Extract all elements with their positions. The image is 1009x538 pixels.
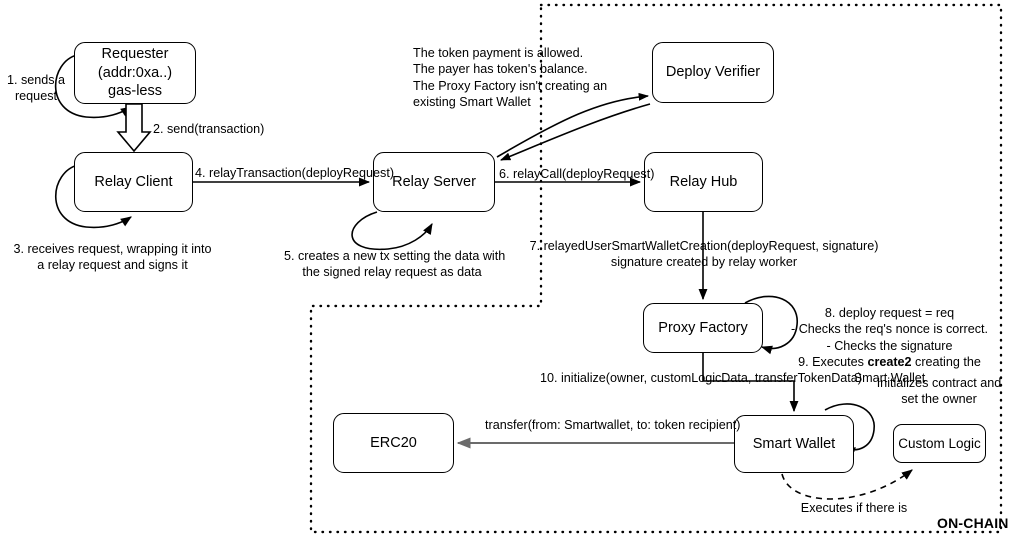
node-deploy-verifier-label: Deploy Verifier	[665, 64, 761, 81]
label-step4: 4. relayTransaction(deployRequest)	[195, 166, 395, 180]
node-requester-line1: Requester	[101, 46, 169, 63]
node-smart-wallet-label: Smart Wallet	[752, 435, 836, 452]
label-transfer: transfer(from: Smartwallet, to: token re…	[485, 418, 741, 432]
label-step6: 6. relayCall(deployRequest)	[499, 167, 655, 181]
label-step1: 1. sends a request	[6, 73, 66, 104]
label-step5: 5. creates a new tx setting the data wit…	[284, 249, 506, 280]
label-step7: 7. relayedUserSmartWalletCreation(deploy…	[529, 239, 879, 270]
node-relay-hub-label: Relay Hub	[669, 173, 738, 190]
node-custom-logic[interactable]: Custom Logic	[893, 424, 986, 463]
label-initializes-note: Initializes contract and set the owner	[876, 376, 1002, 407]
label-on-chain: ON-CHAIN	[937, 515, 1009, 531]
node-relay-hub[interactable]: Relay Hub	[644, 152, 763, 212]
node-relay-client[interactable]: Relay Client	[74, 152, 193, 212]
label-step2: 2. send(transaction)	[153, 122, 265, 136]
label-step10: 10. initialize(owner, customLogicData, t…	[540, 371, 862, 385]
node-proxy-factory[interactable]: Proxy Factory	[643, 303, 763, 353]
label-create2: create2	[867, 355, 912, 370]
node-relay-server[interactable]: Relay Server	[373, 152, 495, 212]
node-requester[interactable]: Requester (addr:0xa..) gas-less	[74, 42, 196, 104]
arrow-step5-self-loop	[351, 211, 433, 251]
node-deploy-verifier[interactable]: Deploy Verifier	[652, 42, 774, 103]
arrow-step2-block	[116, 103, 152, 153]
label-verifier-note: The token payment is allowed. The payer …	[413, 46, 608, 110]
label-step3: 3. receives request, wrapping it into a …	[13, 242, 212, 273]
node-custom-logic-label: Custom Logic	[898, 435, 981, 451]
arrow-verifier-response	[500, 103, 651, 161]
node-erc20[interactable]: ERC20	[333, 413, 454, 473]
node-erc20-label: ERC20	[370, 434, 417, 451]
node-requester-line3: gas-less	[108, 83, 162, 100]
node-smart-wallet[interactable]: Smart Wallet	[734, 415, 854, 473]
node-relay-client-label: Relay Client	[94, 173, 173, 190]
node-relay-server-label: Relay Server	[392, 173, 476, 190]
arrow-executes-custom-logic	[781, 469, 913, 500]
node-proxy-factory-label: Proxy Factory	[658, 319, 748, 336]
node-requester-line2: (addr:0xa..)	[97, 64, 173, 81]
label-executes-note: Executes if there is	[800, 501, 908, 515]
